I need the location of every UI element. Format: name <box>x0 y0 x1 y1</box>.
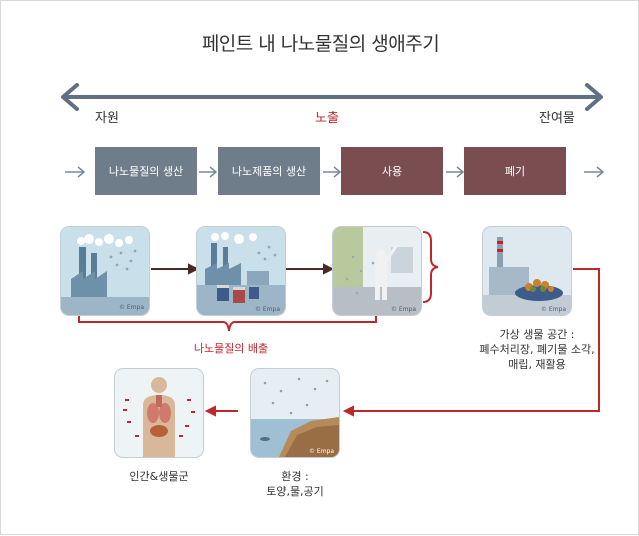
human-caption: 인간&생물군 <box>129 470 189 483</box>
factory-illustration: © Empa <box>61 227 149 315</box>
svg-text:© Empa: © Empa <box>119 304 144 311</box>
human-body-icon <box>115 369 203 457</box>
stage-nanoproduct-production: 나노제품의 생산 <box>218 147 320 195</box>
painting-illustration: © Empa <box>333 227 421 315</box>
incinerator-icon: © Empa <box>483 227 571 315</box>
painter-icon: © Empa <box>333 227 421 315</box>
stage-flow-arrows <box>65 166 605 178</box>
page-title: 페인트 내 나노물질의 생애주기 <box>201 33 440 55</box>
stage-nanomaterial-production: 나노물질의 생산 <box>95 147 197 195</box>
waste-facility-illustration: © Empa <box>483 227 571 315</box>
factory-icon: © Empa <box>61 227 149 315</box>
product-factory-illustration: © Empa <box>197 227 285 315</box>
human-illustration <box>115 369 203 457</box>
timeline-arrow <box>61 83 603 111</box>
paint-factory-icon: © Empa <box>197 227 285 315</box>
stage-disposal: 폐기 <box>464 147 566 195</box>
emission-bracket <box>78 231 439 332</box>
svg-text:© Empa: © Empa <box>541 306 566 313</box>
landscape-icon: © Empa <box>251 369 339 457</box>
discharge-path <box>204 268 600 417</box>
svg-text:© Empa: © Empa <box>255 306 280 313</box>
environment-caption: 환경 : 토양,물,공기 <box>266 470 324 498</box>
svg-text:© Empa: © Empa <box>309 448 334 455</box>
waste-caption: 가상 생물 공간 : 폐수처리장, 폐기물 소각, 매립, 재활용 <box>479 328 595 371</box>
environment-illustration: © Empa <box>251 369 339 457</box>
svg-text:© Empa: © Empa <box>391 306 416 313</box>
timeline-exposure-label: 노출 <box>315 111 339 126</box>
process-arrows <box>151 263 335 275</box>
stage-use: 사용 <box>341 147 443 195</box>
emission-label: 나노물질의 배출 <box>193 342 269 355</box>
timeline-end-label: 잔여물 <box>539 111 575 126</box>
timeline-start-label: 자원 <box>95 111 119 126</box>
